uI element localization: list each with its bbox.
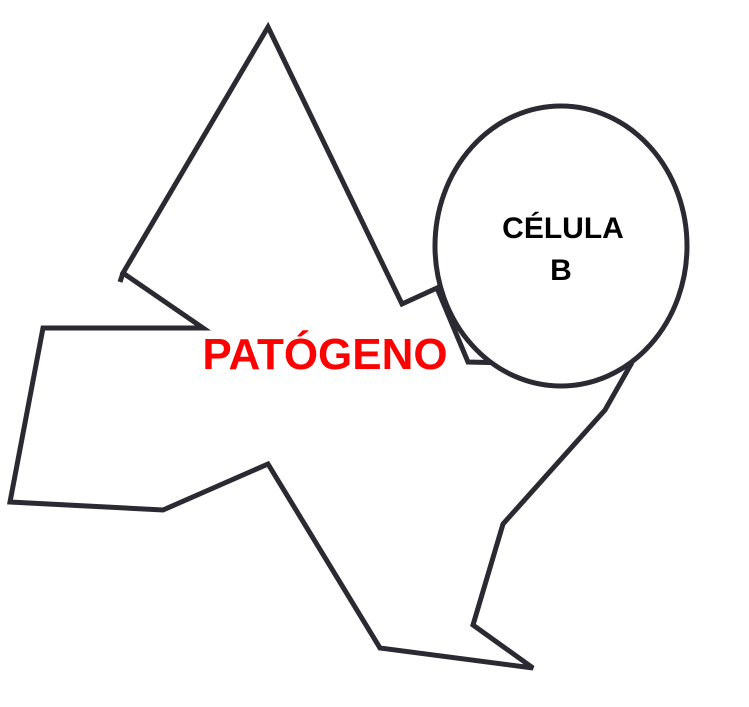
pathogen-tick-mark (117, 272, 126, 283)
pathogen-label: PATÓGENO (202, 329, 447, 379)
b-cell-label-line1: CÉLULA (502, 211, 624, 245)
pathogen-outline (7, 21, 635, 671)
pathogen-group (7, 21, 635, 671)
b-cell-label-line2: B (550, 254, 572, 287)
b-cell-group: CÉLULA B (432, 103, 690, 389)
b-cell-outline (432, 103, 690, 389)
